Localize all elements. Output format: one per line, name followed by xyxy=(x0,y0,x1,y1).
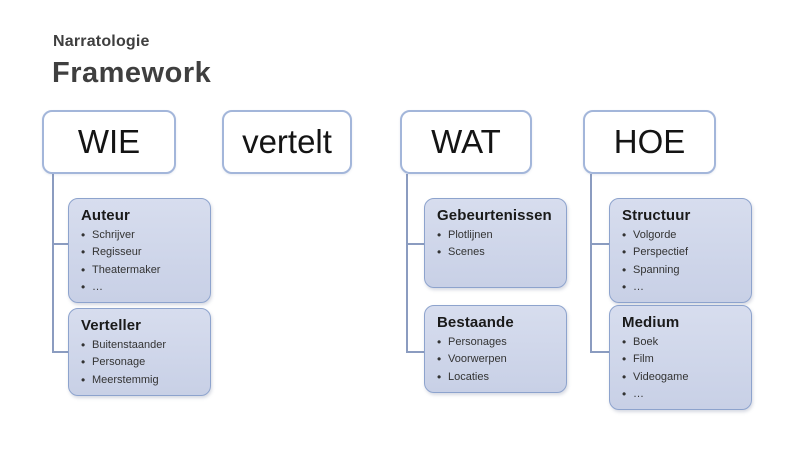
bullet-item: Buitenstaander xyxy=(81,338,202,353)
node-bestaande: Bestaande Personages Voorwerpen Locaties xyxy=(424,305,567,393)
bullet-item: Voorwerpen xyxy=(437,352,558,367)
connector-line-wie-to-auteur xyxy=(52,243,69,245)
bullet-item: Volgorde xyxy=(622,228,743,243)
bullet-list: Personages Voorwerpen Locaties xyxy=(437,335,558,385)
bullet-list: Volgorde Perspectief Spanning … xyxy=(622,228,743,295)
node-wat: WAT xyxy=(400,110,532,174)
bullet-item: … xyxy=(81,280,202,295)
node-hoe: HOE xyxy=(583,110,716,174)
node-structuur: Structuur Volgorde Perspectief Spanning … xyxy=(609,198,752,303)
connector-line-hoe-vertical xyxy=(590,174,592,352)
bullet-list: Buitenstaander Personage Meerstemmig xyxy=(81,338,202,388)
bullet-list: Plotlijnen Scenes xyxy=(437,228,558,260)
node-gebeurtenissen: Gebeurtenissen Plotlijnen Scenes xyxy=(424,198,567,288)
node-title: Gebeurtenissen xyxy=(437,207,552,224)
bullet-item: Perspectief xyxy=(622,245,743,260)
bullet-item: Scenes xyxy=(437,245,558,260)
bullet-item: Spanning xyxy=(622,263,743,278)
node-title: Verteller xyxy=(81,317,142,334)
bullet-item: Locaties xyxy=(437,370,558,385)
connector-line-hoe-to-structuur xyxy=(590,243,610,245)
bullet-list: Boek Film Videogame … xyxy=(622,335,743,402)
bullet-item: Plotlijnen xyxy=(437,228,558,243)
node-auteur: Auteur Schrijver Regisseur Theatermaker … xyxy=(68,198,211,303)
connector-line-hoe-to-medium xyxy=(590,351,610,353)
node-title: Structuur xyxy=(622,207,691,224)
connector-line-wie-to-verteller xyxy=(52,351,69,353)
bullet-item: … xyxy=(622,280,743,295)
node-title: Auteur xyxy=(81,207,130,224)
node-title: Bestaande xyxy=(437,314,514,331)
node-title: Medium xyxy=(622,314,680,331)
bullet-item: Regisseur xyxy=(81,245,202,260)
node-vertelt: vertelt xyxy=(222,110,352,174)
bullet-item: Schrijver xyxy=(81,228,202,243)
connector-line-wat-to-bestaande xyxy=(406,351,425,353)
connector-line-wie-vertical xyxy=(52,174,54,352)
bullet-item: Personages xyxy=(437,335,558,350)
node-wie: WIE xyxy=(42,110,176,174)
connector-line-wat-to-gebeurtenissen xyxy=(406,243,425,245)
bullet-item: Videogame xyxy=(622,370,743,385)
bullet-item: Meerstemmig xyxy=(81,373,202,388)
connector-line-wat-vertical xyxy=(406,174,408,352)
bullet-item: Personage xyxy=(81,355,202,370)
node-medium: Medium Boek Film Videogame … xyxy=(609,305,752,410)
bullet-item: Theatermaker xyxy=(81,263,202,278)
bullet-item: … xyxy=(622,387,743,402)
node-verteller: Verteller Buitenstaander Personage Meers… xyxy=(68,308,211,396)
bullet-item: Boek xyxy=(622,335,743,350)
slide-subtitle: Narratologie xyxy=(53,33,150,50)
slide-title: Framework xyxy=(52,57,212,89)
bullet-list: Schrijver Regisseur Theatermaker … xyxy=(81,228,202,295)
bullet-item: Film xyxy=(622,352,743,367)
